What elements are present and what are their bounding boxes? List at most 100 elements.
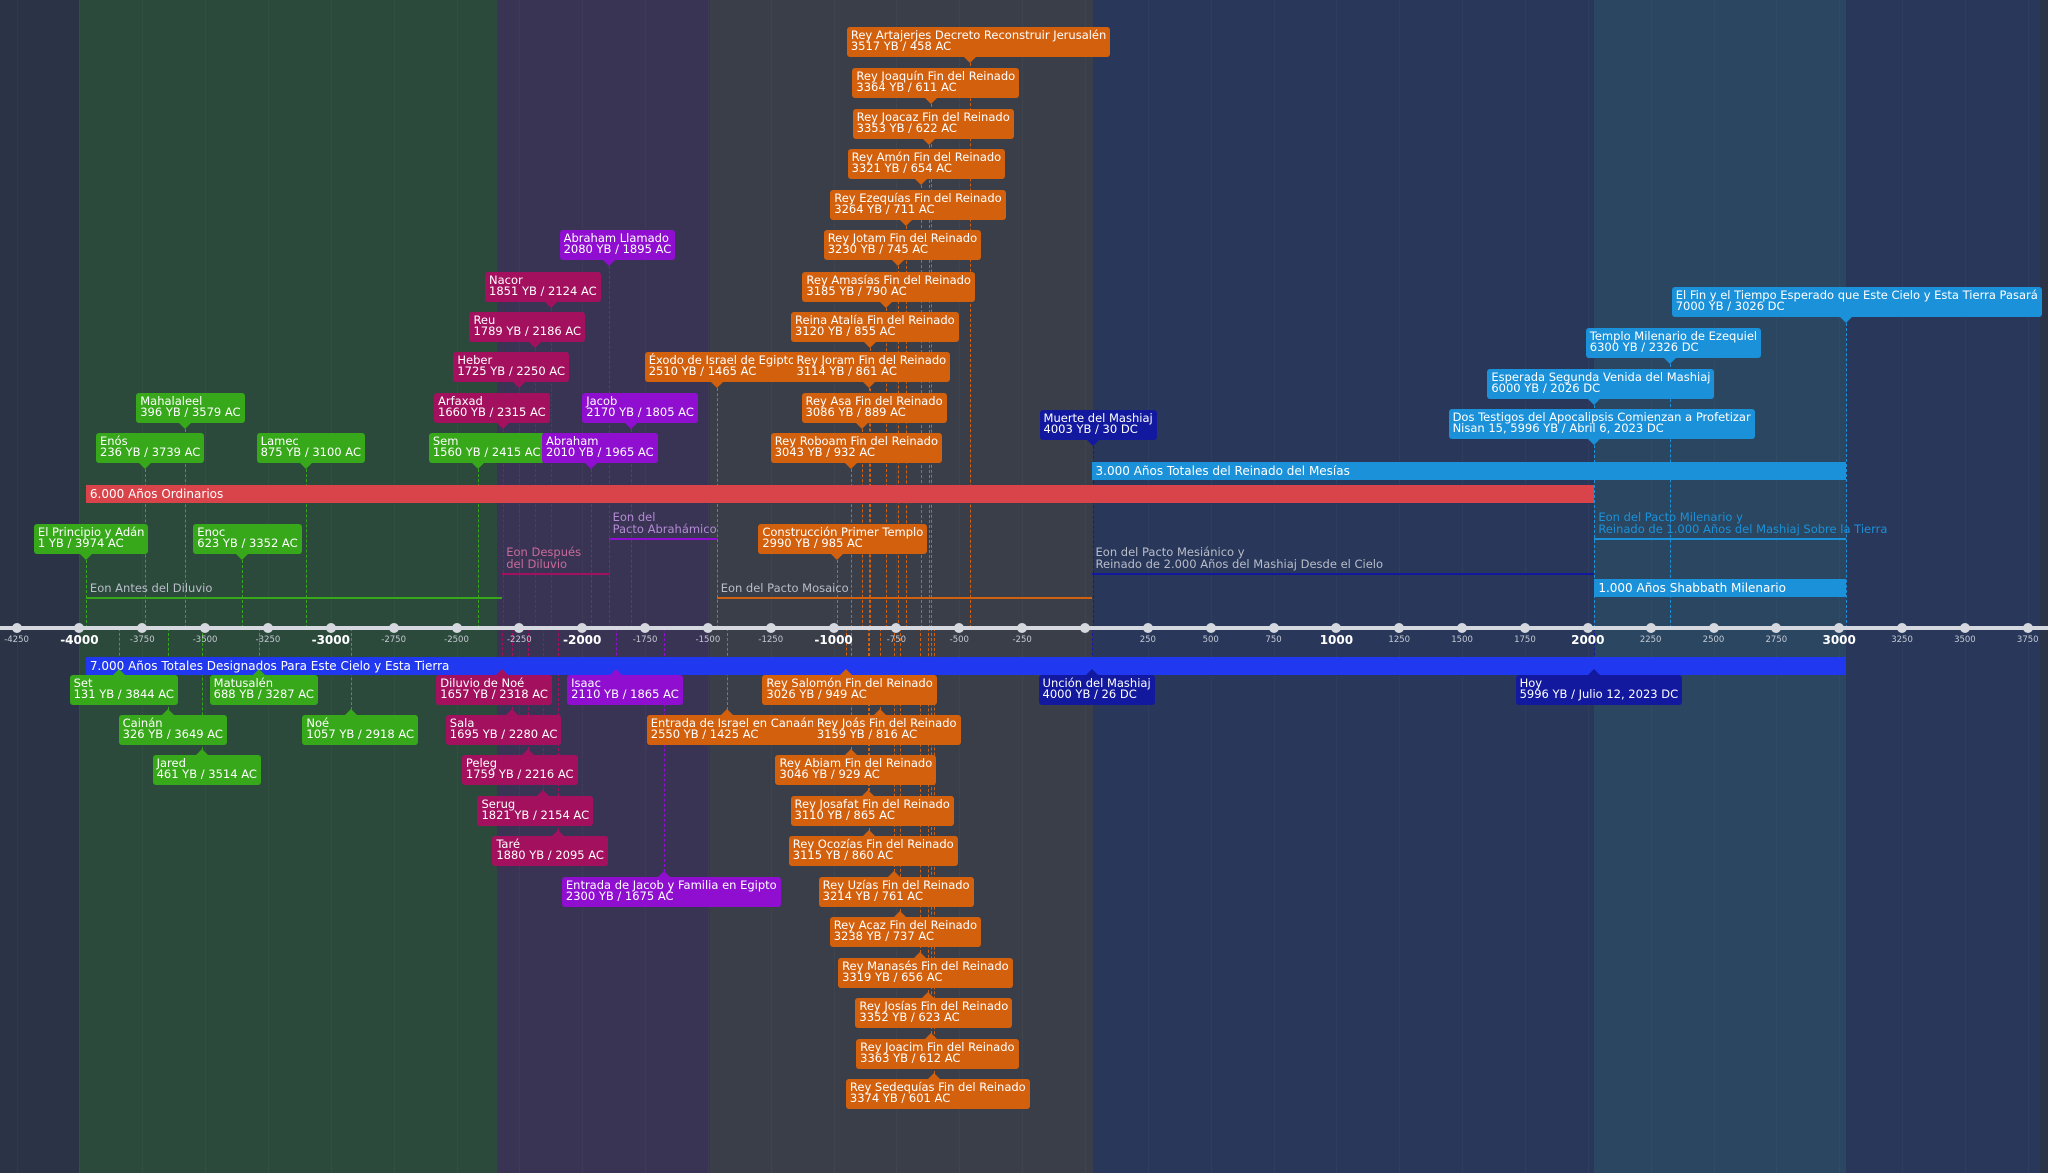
axis-tick — [1205, 623, 1216, 633]
eon-span-line — [716, 597, 1092, 599]
event-pointer — [914, 951, 927, 958]
event-connector — [1593, 628, 1595, 675]
axis-tick — [262, 623, 273, 633]
event-title: Set — [73, 675, 93, 690]
event-pointer — [844, 462, 857, 469]
event-pointer — [1588, 398, 1601, 405]
axis-tick — [1394, 623, 1405, 633]
event-title: Rey Acaz Fin del Reinado — [833, 917, 977, 932]
axis-tick — [514, 623, 525, 633]
event-marker[interactable]: Rey Artajerjes Decreto Reconstruir Jerus… — [846, 26, 1111, 63]
axis-tick — [325, 623, 336, 633]
axis-tick — [954, 623, 965, 633]
event-pointer — [505, 708, 518, 715]
event-date: 3110 YB / 865 AC — [794, 808, 895, 822]
event-title: El Fin y el Tiempo Esperado que Este Cie… — [1675, 287, 2038, 302]
event-pointer — [963, 56, 976, 63]
event-connector — [868, 382, 870, 628]
event-date: 326 YB / 3649 AC — [122, 727, 223, 741]
event-date: 7000 YB / 3026 DC — [1675, 299, 1785, 313]
event-pointer — [496, 668, 509, 675]
grid-line — [1273, 0, 1275, 1173]
event-title: Rey Amasías Fin del Reinado — [806, 272, 971, 287]
eon-label: Eon del Pacto Mesiánico y Reinado de 2.0… — [1095, 545, 1384, 571]
event-marker[interactable]: Dos Testigos del Apocalipsis Comienzan a… — [1448, 408, 1755, 445]
event-date: 1759 YB / 2216 AC — [465, 767, 574, 781]
event-date: 3185 YB / 790 AC — [806, 284, 907, 298]
event-marker[interactable]: El Fin y el Tiempo Esperado que Este Cie… — [1671, 286, 2042, 323]
event-pointer — [893, 910, 906, 917]
event-connector — [928, 139, 930, 628]
event-connector — [551, 302, 553, 628]
event-date: 3238 YB / 737 AC — [833, 929, 935, 943]
grid-line — [205, 0, 207, 1173]
event-connector — [502, 628, 504, 675]
event-pointer — [862, 829, 875, 836]
event-date: 6300 YB / 2326 DC — [1589, 340, 1699, 354]
event-title: Dos Testigos del Apocalipsis Comienzan a… — [1452, 409, 1751, 424]
axis-tick-label: 1250 — [1388, 635, 1411, 645]
event-date: 1725 YB / 2250 AC — [457, 364, 565, 378]
event-pointer — [252, 668, 265, 675]
grid-line — [1587, 0, 1589, 1173]
event-date: 3159 YB / 816 AC — [816, 727, 918, 741]
axis-tick — [1080, 623, 1090, 633]
event-connector — [85, 554, 87, 628]
